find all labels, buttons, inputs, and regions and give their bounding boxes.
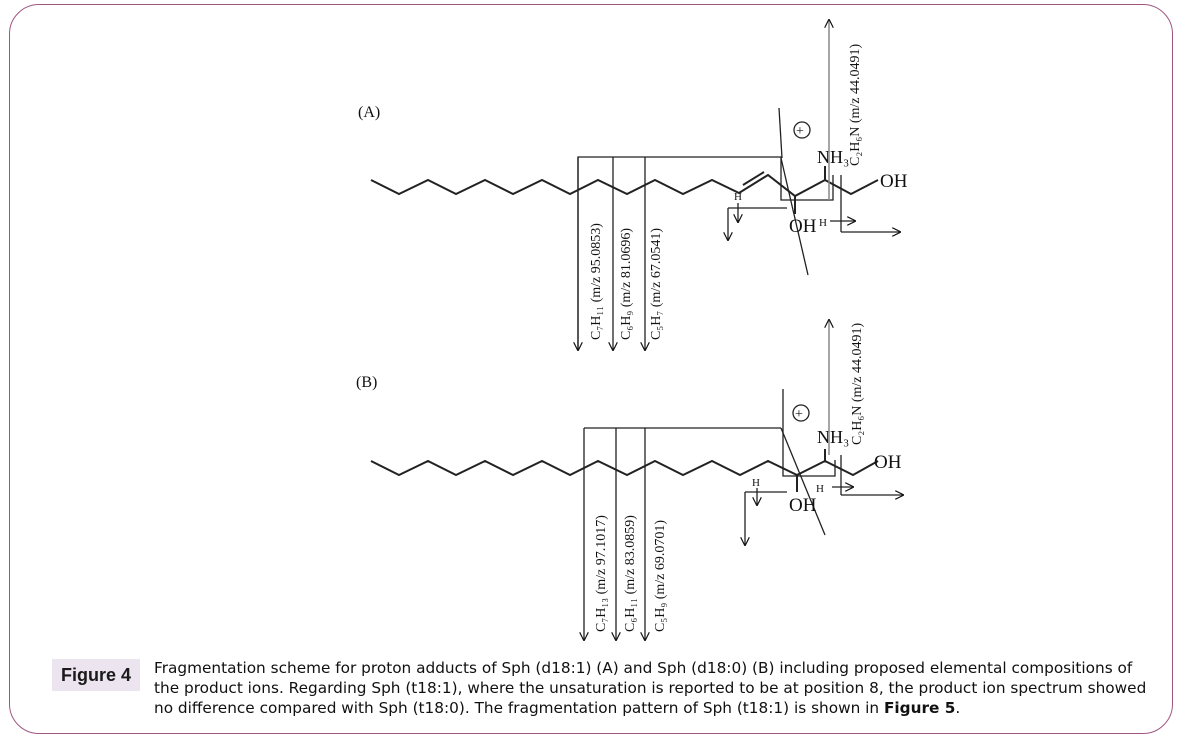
panel-a-fragment-bracket [577, 156, 834, 350]
panel-b-charge: + [795, 407, 803, 422]
figure-label: Figure 4 [52, 659, 141, 691]
panel-b-h-small-2: H [816, 483, 824, 495]
panel-a: (A) OH H H NH₃ + C₂H₆N (m/z 44.0491) [358, 20, 908, 350]
panel-b-label-c6: C₆H₁₁ (m/z 83.0859) [623, 515, 638, 632]
panel-b-nh3: NH₃ [817, 427, 849, 447]
caption-end: . [955, 699, 961, 717]
panel-b-label: (B) [356, 374, 377, 391]
panel-a-nh3: NH₃ [817, 147, 849, 167]
panel-b-cleavage-diagonal [780, 427, 826, 536]
panel-a-label-c6: C₆H₉ (m/z 81.0696) [619, 228, 634, 340]
panel-a-h-small-1: H [734, 191, 742, 203]
panel-a-h-small-2: H [819, 217, 827, 229]
panel-a-label-c7: C₇H₁₁ (m/z 95.0853) [589, 223, 604, 340]
panel-a-double-bond [742, 171, 765, 186]
panel-b-carbon-chain [370, 459, 879, 477]
panel-a-label-c5: C₅H₇ (m/z 67.0541) [649, 228, 664, 340]
figure-caption: Figure 4 Fragmentation scheme for proton… [52, 657, 1162, 718]
panel-a-label-c2h6n: C₂H₆N (m/z 44.0491) [848, 44, 863, 166]
panel-a-charge: + [796, 124, 804, 139]
panel-a-carbon-chain [370, 173, 879, 198]
panel-b-h-small-1: H [752, 477, 760, 489]
panel-a-charge-circle [793, 121, 811, 139]
panel-a-label: (A) [358, 104, 380, 121]
panel-a-cleavage-diagonal [780, 157, 809, 276]
caption-body: Fragmentation scheme for proton adducts … [154, 659, 1147, 717]
panel-b-label-c5: C₅H₉ (m/z 69.0701) [653, 520, 668, 632]
panel-b-label-c2h6n: C₂H₆N (m/z 44.0491) [850, 323, 865, 445]
panel-b-oh-c3: OH [789, 495, 817, 516]
panel-a-cleavage-line [778, 107, 783, 159]
figure-5-reference[interactable]: Figure 5 [883, 699, 956, 717]
panel-b-nh-box [782, 389, 836, 477]
panel-a-oh-c3: OH [789, 216, 817, 237]
panel-b: (B) OH H H NH₃ + C₂H₆N (m/z 44.0491) OH … [356, 320, 903, 640]
figure-frame [9, 4, 1173, 734]
panel-b-label-c7: C₇H₁₃ (m/z 97.1017) [594, 515, 609, 632]
panel-b-oh-terminal: OH [874, 452, 902, 473]
panel-b-charge-circle [792, 404, 810, 422]
panel-a-oh-terminal: OH [880, 171, 908, 192]
caption-text: Fragmentation scheme for proton adducts … [154, 658, 1162, 718]
fragmentation-scheme: (A) OH H H NH₃ + C₂H₆N (m/z 44.0491) [356, 0, 908, 660]
